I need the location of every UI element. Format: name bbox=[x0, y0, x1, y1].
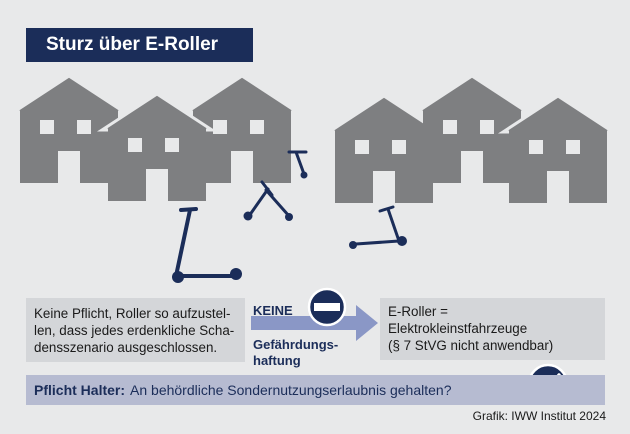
halter-question-bar: Pflicht Halter: An behördliche Sondernut… bbox=[26, 375, 605, 405]
e-scooter-icon bbox=[287, 150, 308, 179]
halter-text: An behördliche Sondernutzungserlaubnis g… bbox=[130, 382, 452, 398]
left-box-line: Keine Pflicht, Roller so aufzustel- bbox=[34, 306, 231, 321]
e-scooter-icon bbox=[243, 180, 293, 221]
no-entry-icon bbox=[307, 287, 347, 327]
gef-line: Gefährdungs- bbox=[253, 337, 339, 352]
gefaehrdungshaftung-label: Gefährdungs- haftung bbox=[253, 337, 338, 369]
title-text: Sturz über E-Roller bbox=[46, 34, 219, 55]
halter-label: Pflicht Halter: bbox=[34, 382, 126, 398]
credit-text: Grafik: IWW Institut 2024 bbox=[472, 409, 606, 423]
e-scooter-icon bbox=[172, 207, 242, 283]
right-box-line: (§ 7 StVG nicht anwendbar) bbox=[388, 338, 554, 353]
gef-line: haftung bbox=[253, 353, 301, 368]
right-box-line: E-Roller = bbox=[388, 304, 448, 319]
e-roller-definition-box: E-Roller = Elektrokleinstfahrzeuge (§ 7 … bbox=[380, 298, 605, 360]
left-box-line: len, dass jedes erdenkliche Scha- bbox=[34, 323, 235, 338]
left-box-line: densszenario ausgeschlossen. bbox=[34, 340, 218, 355]
page-title: Sturz über E-Roller bbox=[26, 28, 253, 62]
right-box-line: Elektrokleinstfahrzeuge bbox=[388, 321, 528, 336]
e-scooter-icon bbox=[349, 205, 407, 249]
no-obligation-box: Keine Pflicht, Roller so aufzustel- len,… bbox=[26, 298, 245, 362]
keine-label: KEINE bbox=[253, 303, 293, 318]
